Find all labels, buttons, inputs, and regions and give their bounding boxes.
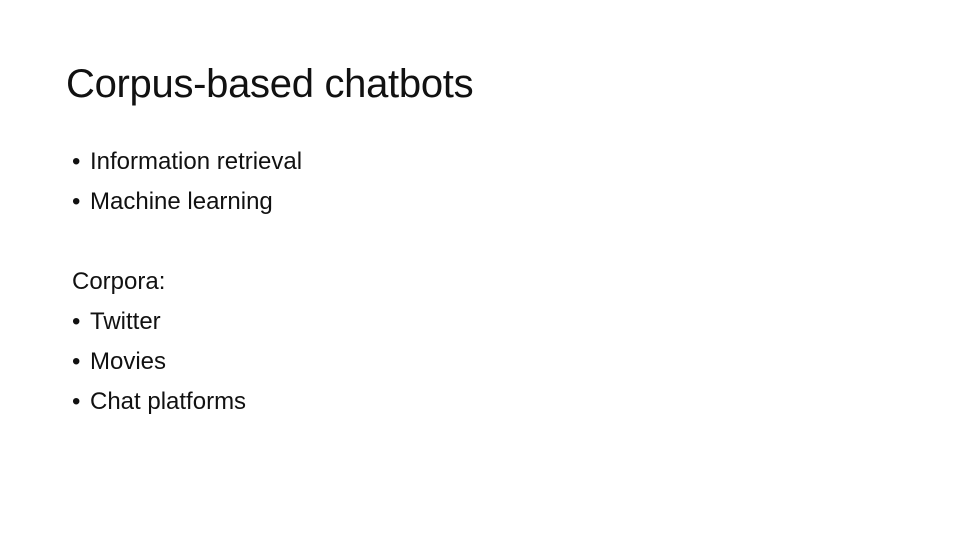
blank-line xyxy=(72,222,302,262)
bullet-item: • Information retrieval xyxy=(72,142,302,182)
bullet-item: • Machine learning xyxy=(72,182,302,222)
slide-body: • Information retrieval • Machine learning… xyxy=(72,142,302,422)
slide-title: Corpus-based chatbots xyxy=(66,62,474,106)
section-label-text: Corpora: xyxy=(72,268,166,295)
bullet-icon: • xyxy=(72,348,81,375)
bullet-item: • Twitter xyxy=(72,302,302,342)
section-label: Corpora: xyxy=(72,262,302,302)
bullet-text: Information retrieval xyxy=(90,148,303,175)
bullet-text: Movies xyxy=(90,348,167,375)
bullet-item: • Chat platforms xyxy=(72,382,302,422)
bullet-icon: • xyxy=(72,308,81,335)
bullet-icon: • xyxy=(72,388,81,415)
bullet-icon: • xyxy=(72,188,81,215)
bullet-item: • Movies xyxy=(72,342,302,382)
bullet-icon: • xyxy=(72,148,81,175)
bullet-text: Machine learning xyxy=(90,188,273,215)
bullet-text: Chat platforms xyxy=(90,388,247,415)
bullet-text: Twitter xyxy=(90,308,161,335)
